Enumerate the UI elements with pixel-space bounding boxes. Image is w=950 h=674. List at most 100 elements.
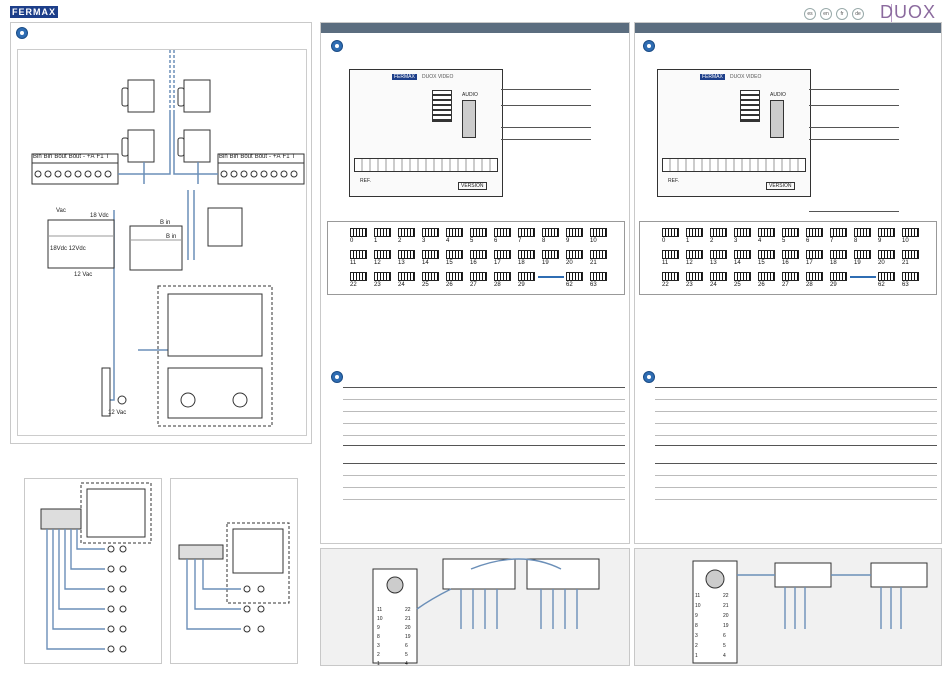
language-option[interactable]: de — [852, 8, 864, 20]
code-label: 22 — [662, 282, 669, 288]
menu-icon — [331, 371, 343, 383]
code-pattern — [806, 250, 823, 259]
audio-pots[interactable] — [770, 100, 784, 138]
button-number: 2 — [377, 652, 380, 658]
code-pattern — [902, 228, 919, 237]
psu-rating-label: 18Vdc 12Vdc — [50, 246, 86, 252]
button-number: 11 — [695, 593, 701, 599]
terminals-b: Bin Bin Bout Bout - +A F1 T — [219, 154, 305, 160]
terminal-label: Bin — [219, 154, 228, 160]
code-pattern — [374, 272, 391, 281]
code-pattern — [590, 228, 607, 237]
button-number: 6 — [723, 633, 726, 639]
terminal-row — [354, 158, 498, 172]
address-code-grid: 0 1 2 3 4 5 6 7 8 9 10 11 12 13 — [639, 221, 937, 295]
button-number: 4 — [405, 661, 408, 667]
terminal-label: F1 — [96, 154, 104, 160]
code-pattern — [686, 250, 703, 259]
code-pattern — [566, 272, 583, 281]
audio-pots[interactable] — [462, 100, 476, 138]
panel-board: FERMAX DUOX VIDEO AUDIO VERSION REF. — [349, 69, 503, 197]
button-number: 6 — [405, 643, 408, 649]
button-number: 4 — [723, 653, 726, 659]
button-number: 5 — [405, 652, 408, 658]
code-pattern — [662, 228, 679, 237]
code-label: 9 — [878, 238, 882, 244]
leader-line — [501, 89, 591, 90]
range-line — [850, 276, 876, 278]
terminal-label: Bin — [43, 154, 53, 160]
code-label: 18 — [830, 260, 837, 266]
code-row-2: 11 12 13 14 15 16 17 18 19 20 21 — [332, 250, 622, 270]
wiring-example-svg — [178, 522, 290, 633]
info-table-1 — [343, 387, 625, 447]
table-line — [655, 399, 937, 400]
code-label: 1 — [686, 238, 690, 244]
terminal-label: T — [291, 154, 296, 160]
table-line — [655, 435, 937, 436]
code-label: 11 — [350, 260, 357, 266]
language-option[interactable]: es — [804, 8, 816, 20]
code-pattern — [806, 228, 823, 237]
code-pattern — [902, 250, 919, 259]
language-option[interactable]: en — [820, 8, 832, 20]
code-pattern — [878, 228, 895, 237]
code-label: 17 — [494, 260, 501, 266]
terminal-row — [662, 158, 806, 172]
code-pattern — [662, 272, 679, 281]
code-label: 20 — [566, 260, 573, 266]
code-label: 2 — [398, 238, 402, 244]
language-option[interactable]: fr — [836, 8, 848, 20]
code-label: 1 — [374, 238, 378, 244]
code-label: 0 — [350, 238, 354, 244]
terminal-label: Bin — [229, 154, 239, 160]
code-pattern — [518, 228, 535, 237]
code-pattern — [854, 250, 871, 259]
button-number: 9 — [377, 625, 380, 631]
table-line — [655, 411, 937, 412]
table-line — [655, 487, 937, 488]
code-pattern — [494, 250, 511, 259]
code-label: 26 — [758, 282, 765, 288]
dip-switch[interactable] — [740, 90, 760, 122]
code-pattern — [398, 228, 415, 237]
button-number: 21 — [405, 616, 411, 622]
info-table-1 — [655, 387, 937, 447]
code-pattern — [830, 250, 847, 259]
code-label: 5 — [470, 238, 474, 244]
wiring-example-a — [24, 478, 162, 664]
code-label: 28 — [806, 282, 813, 288]
language-selector[interactable]: es en fr de — [804, 8, 864, 20]
code-pattern — [398, 250, 415, 259]
code-pattern — [422, 250, 439, 259]
code-pattern — [518, 250, 535, 259]
button-number: 1 — [695, 653, 698, 659]
button-number: 20 — [723, 613, 729, 619]
code-label: 3 — [734, 238, 738, 244]
code-label: 12 — [686, 260, 693, 266]
code-pattern — [518, 272, 535, 281]
code-pattern — [710, 250, 727, 259]
code-label: 4 — [446, 238, 450, 244]
button-number: 9 — [695, 613, 698, 619]
code-label: 27 — [470, 282, 477, 288]
table-line — [655, 445, 937, 446]
bin-label-a: B in — [160, 220, 171, 226]
dip-switch[interactable] — [432, 90, 452, 122]
code-pattern — [710, 228, 727, 237]
code-label: 21 — [590, 260, 597, 266]
vac-label: Vac — [56, 208, 66, 214]
button-number: 11 — [377, 607, 383, 613]
button-number: 8 — [695, 623, 698, 629]
code-label: 29 — [518, 282, 525, 288]
code-pattern — [494, 228, 511, 237]
code-label: 15 — [758, 260, 765, 266]
leader-line — [501, 105, 591, 106]
code-label: 16 — [782, 260, 789, 266]
fermax-logo: FERMAX — [10, 6, 58, 18]
code-pattern — [758, 250, 775, 259]
panel-board: FERMAX DUOX VIDEO AUDIO VERSION REF. — [657, 69, 811, 197]
vac-door-label: 12 Vac — [108, 410, 127, 416]
code-label: 14 — [734, 260, 741, 266]
code-pattern — [686, 272, 703, 281]
